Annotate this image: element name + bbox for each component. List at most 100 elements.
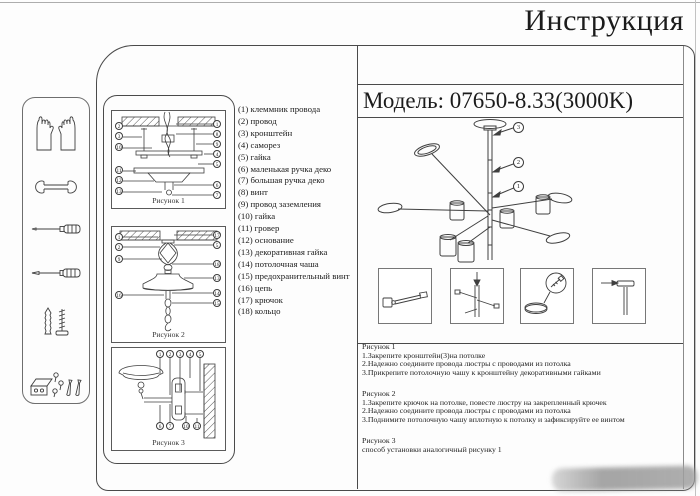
- parts-list-item: (3) кронштейн: [238, 127, 293, 138]
- parts-list: (1) клеммник провода (2) провод (3) крон…: [238, 104, 352, 318]
- callout: 3: [115, 132, 123, 140]
- flat-screwdriver-icon: [30, 222, 82, 240]
- callout: 16: [115, 291, 123, 299]
- instructions: Рисунок 1 1.Закрепите кронштейн(3)на пот…: [362, 342, 678, 467]
- callout: 13: [213, 274, 221, 282]
- wall-anchor-and-screw-icon: [40, 305, 72, 344]
- figure-3: 1 2 3 4 5 6 7 10 11 Рисунок 3: [111, 347, 226, 451]
- callout: 7: [166, 422, 174, 430]
- callout: 1: [513, 181, 524, 192]
- callout: 18: [213, 260, 221, 268]
- callout: 9: [213, 140, 221, 148]
- figure-2-label: Рисунок 2: [152, 330, 185, 339]
- parts-list-item: (2) провод: [238, 115, 277, 126]
- figure-1: 2 3 10 11 12 13 1 8 9 4 5 6 7 Рисунок 1: [111, 110, 226, 209]
- callout: 14: [213, 289, 221, 297]
- panel-right-border: [683, 46, 684, 489]
- callout: 6: [213, 181, 221, 189]
- parts-list-item: (13) декоративная гайка: [238, 246, 328, 257]
- instructions-fig1: Рисунок 1 1.Закрепите кронштейн(3)на пот…: [362, 342, 678, 377]
- callout: 2: [115, 243, 123, 251]
- parts-list-item: (15) предохранительный винт: [238, 270, 350, 281]
- figure-3-drawing: [118, 358, 216, 439]
- gloves-icon: [34, 112, 78, 157]
- instruction-step: 2.Надежно соедините провода люстры с про…: [362, 406, 571, 415]
- callout: 15: [213, 299, 221, 307]
- instruction-step: 1.Закрепите кронштейн(3)на потолке: [362, 350, 486, 360]
- callout: 11: [193, 422, 201, 430]
- callout: 17: [213, 231, 221, 239]
- callout: 2: [115, 122, 123, 130]
- figure-2-drawing: [119, 230, 218, 332]
- parts-list-item: (12) основание: [238, 234, 294, 245]
- instruction-step: 2.Надежно соедините провода люстры с про…: [362, 359, 571, 368]
- callout: 5: [196, 350, 204, 358]
- instruction-step: 1.Закрепите крючок на потолке, повесте л…: [362, 397, 607, 407]
- figure-1-drawing: [121, 111, 216, 196]
- page-top-edge: [0, 2, 700, 3]
- parts-list-item: (1) клеммник провода: [238, 104, 321, 114]
- parts-list-item: (14) потолочная чаша: [238, 258, 319, 269]
- instructions-fig2: Рисунок 2 1.Закрепите крючок на потолке,…: [362, 389, 678, 424]
- assembly-step-3: [520, 268, 574, 324]
- figure-1-label: Рисунок 1: [152, 196, 185, 205]
- callout: 1: [115, 233, 123, 241]
- parts-list-item: (10) гайка: [238, 211, 276, 222]
- assembly-step-4: [592, 268, 646, 324]
- parts-list-item: (9) провод заземления: [238, 199, 321, 210]
- callout: 9: [115, 255, 123, 263]
- parts-list-item: (18) кольцо: [238, 306, 281, 317]
- page-title: Инструкция: [524, 4, 684, 37]
- callout: 5: [213, 241, 221, 249]
- assembly-step-2: [450, 268, 504, 324]
- parts-list-item: (6) маленькая ручка деко: [238, 163, 332, 174]
- page-right-edge: [695, 0, 696, 496]
- parts-list-item: (4) саморез: [238, 139, 281, 150]
- instructions-fig3-title: Рисунок 3: [362, 436, 396, 445]
- parts-list-item: (16) цепь: [238, 282, 273, 293]
- callout: 6: [156, 422, 164, 430]
- panel-divider: [357, 46, 358, 489]
- callout: 4: [213, 150, 221, 158]
- instruction-step: 3.Прикрепите потолочную чашу к кронштейн…: [362, 367, 601, 377]
- callout: 1: [213, 120, 221, 128]
- callout: 5: [213, 160, 221, 168]
- instructions-fig1-title: Рисунок 1: [362, 342, 396, 351]
- watermark-smudge: [551, 465, 698, 492]
- callout: 10: [115, 143, 123, 151]
- instructions-top-rule: [358, 343, 683, 344]
- parts-list-item: (8) винт: [238, 187, 268, 198]
- assembly-step-1: [378, 268, 432, 324]
- figure-2: 1 2 9 16 17 5 18 13 14 15 Рисунок 2: [111, 226, 226, 343]
- figures-panel: [103, 95, 235, 464]
- tools-sidebar: [22, 97, 90, 404]
- terminal-block-and-fasteners-icon: [29, 366, 83, 407]
- parts-list-item: (5) гайка: [238, 151, 271, 162]
- callout: 4: [186, 350, 194, 358]
- callout: 3: [513, 122, 524, 133]
- model-header-top-rule: [358, 84, 683, 85]
- callout: 11: [115, 166, 123, 174]
- callout: 8: [213, 130, 221, 138]
- pointed-screwdriver-icon: [30, 266, 82, 285]
- model-header-bottom-rule: [358, 117, 683, 118]
- callout: 7: [213, 191, 221, 199]
- instruction-step: способ установки аналогичный рисунку 1: [362, 444, 502, 454]
- callout: 3: [176, 350, 184, 358]
- callout: 2: [166, 350, 174, 358]
- parts-list-item: (7) большая ручка деко: [238, 175, 325, 186]
- parts-list-item: (17) крючок: [238, 294, 283, 305]
- chandelier-diagram: [377, 119, 573, 263]
- callout: 10: [182, 422, 190, 430]
- main-frame: [96, 45, 695, 491]
- instructions-fig2-title: Рисунок 2: [362, 389, 396, 398]
- model-title: Модель: 07650-8.33(3000K): [363, 88, 634, 113]
- callout: 13: [115, 187, 123, 195]
- instruction-step: 3.Поднимите потолочную чашу вплотную к п…: [362, 414, 625, 424]
- wrench-icon: [32, 179, 80, 200]
- callout: 2: [513, 157, 524, 168]
- callout: 12: [115, 176, 123, 184]
- callout: 1: [156, 350, 164, 358]
- instructions-fig3: Рисунок 3 способ установки аналогичный р…: [362, 436, 678, 454]
